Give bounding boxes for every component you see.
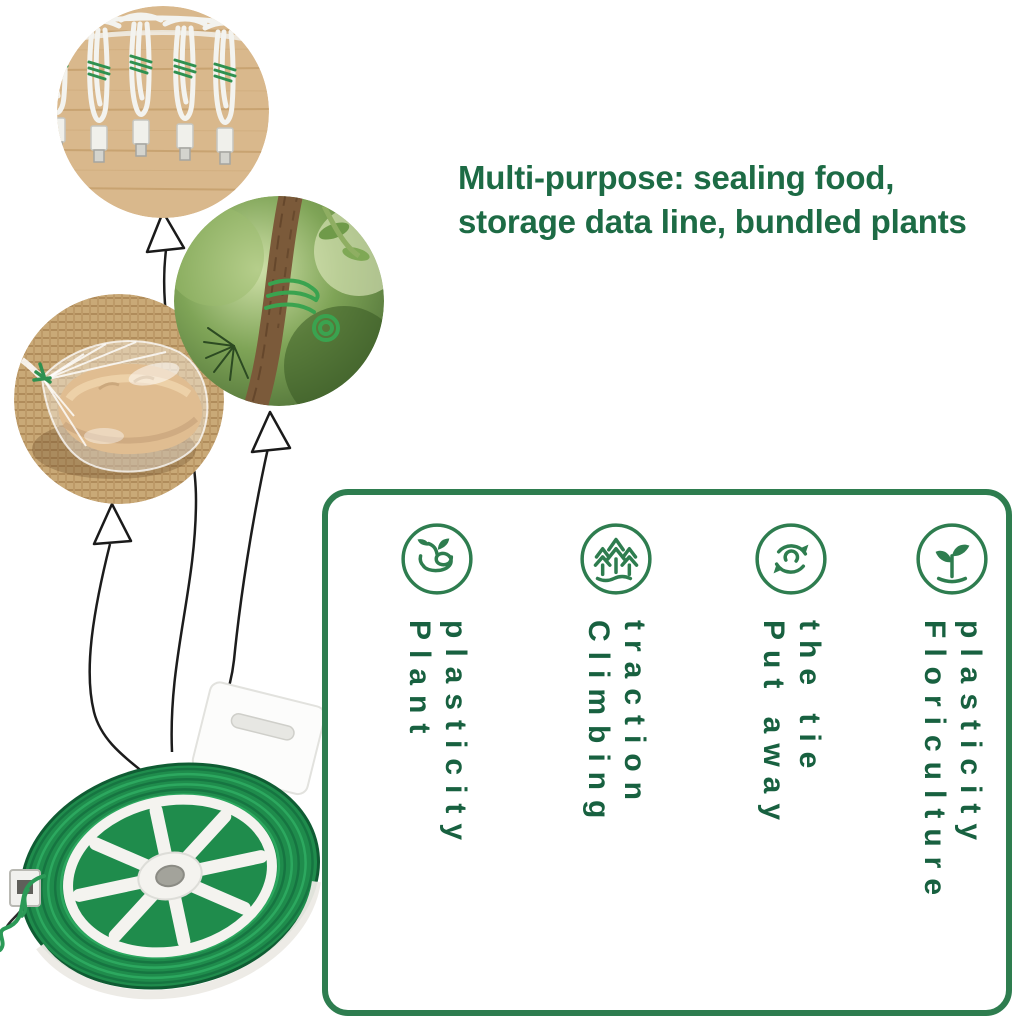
feature-label: Floriculture plasticity <box>918 620 987 906</box>
feature-label: Put away the tie <box>757 620 826 831</box>
feature-label: Climbing traction <box>582 620 651 829</box>
headline-line1: Multi-purpose: sealing food, <box>458 159 895 196</box>
feature-climbing-traction: Climbing traction <box>536 520 696 828</box>
headline-line2: storage data line, bundled plants <box>458 203 967 240</box>
feature-plant-plasticity: Plant plasticity <box>357 520 517 850</box>
climbing-trees-icon <box>577 520 655 598</box>
spool-art <box>0 681 326 1000</box>
balloon-strings <box>88 210 292 779</box>
balloon-knot <box>92 502 133 546</box>
cables-photo-art <box>57 6 269 218</box>
circular-arrows-icon <box>752 520 830 598</box>
balloon-knot <box>250 410 292 454</box>
feature-label: Plant plasticity <box>403 620 472 851</box>
loose-wire <box>0 874 46 952</box>
feature-floriculture-plasticity: Floriculture plasticity <box>872 520 1024 905</box>
feature-put-away-the-tie: Put away the tie <box>711 520 871 830</box>
photo-plant-stem-tied <box>174 196 384 406</box>
sprout-icon <box>913 520 991 598</box>
balloon-knot <box>145 210 186 254</box>
product-photo-twist-tie-spool <box>0 680 360 1024</box>
wire-spool <box>20 762 321 1000</box>
photo-cables-bundled <box>57 6 269 218</box>
string-line <box>88 543 151 779</box>
feature-panel: Plant plasticity <box>322 489 1012 1016</box>
vine-swirl-icon <box>398 520 476 598</box>
plant-photo-art <box>174 196 384 406</box>
headline: Multi-purpose: sealing food, storage dat… <box>458 156 1024 244</box>
